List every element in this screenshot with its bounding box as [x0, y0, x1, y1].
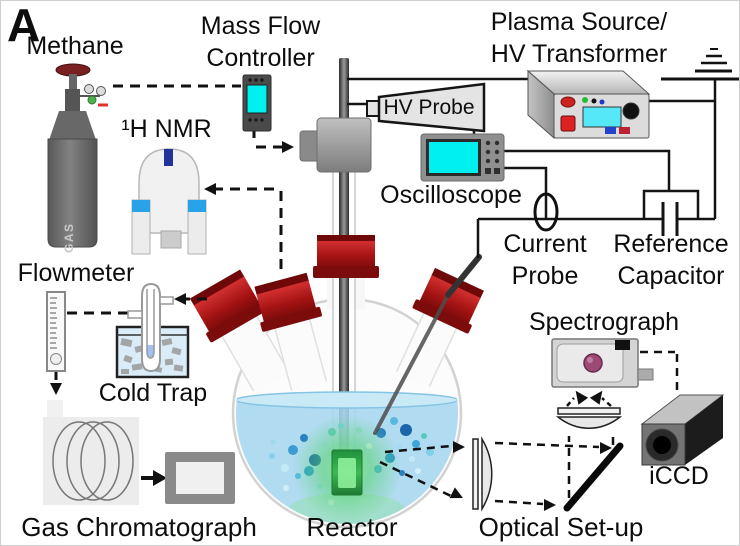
- label-oscilloscope: Oscilloscope: [380, 181, 522, 209]
- label-spectrograph: Spectrograph: [528, 308, 680, 336]
- label-gas-chromatograph: Gas Chromatograph: [21, 512, 257, 542]
- wiring: [347, 77, 717, 258]
- nmr-magnet: [131, 148, 207, 255]
- current-probe-loop: [533, 192, 559, 232]
- plasma-glow-electrode: [293, 415, 401, 523]
- label-reference-capacitor: Reference Capacitor: [613, 230, 729, 290]
- label-iccd: iCCD: [649, 462, 709, 490]
- gc-detector-monitor: [165, 452, 235, 504]
- ground-symbol: [661, 48, 739, 81]
- gas-chromatograph-device: [43, 400, 139, 505]
- plasma-source-knob: [622, 102, 640, 120]
- cylinder-gas-text: GAS: [62, 222, 76, 253]
- mfc-screen: [246, 84, 268, 114]
- label-cold-trap: Cold Trap: [98, 379, 208, 407]
- mirror: [563, 442, 624, 512]
- mass-flow-controller-device: [242, 74, 272, 132]
- label-current-probe: Current Probe: [503, 230, 587, 290]
- center-neck-cap: [313, 235, 379, 278]
- panel-label: A: [7, 0, 41, 51]
- flowmeter-device: [46, 291, 66, 372]
- methane-cylinder: GAS: [47, 63, 108, 253]
- cold-finger: [127, 282, 174, 373]
- optical-beam-arrowheads: [449, 390, 612, 511]
- label-mass-flow-controller: Mass Flow Controller: [200, 12, 321, 72]
- label-plasma-source: Plasma Source/ HV Transformer: [490, 8, 668, 68]
- plasma-source-screen: [582, 106, 622, 128]
- collection-lens: [472, 436, 493, 512]
- reactor-neck-outer-left: [189, 269, 290, 393]
- label-optical-setup: Optical Set-up: [478, 512, 644, 542]
- current-probe-rod: [373, 254, 482, 435]
- label-reactor: Reactor: [306, 512, 398, 542]
- oscilloscope-device: [420, 133, 505, 182]
- flowmeter-float: [50, 353, 62, 365]
- reactor-neck-inner-left: [254, 272, 328, 393]
- stand-clamp: [299, 117, 372, 173]
- iccd-lens: [653, 436, 671, 454]
- optical-beam: [379, 350, 679, 506]
- gas-regulator: [80, 84, 108, 107]
- iccd-camera: [640, 394, 725, 466]
- label-methane: Methane: [26, 32, 124, 60]
- focusing-lens: [555, 407, 623, 429]
- spectrograph-device: [551, 338, 654, 388]
- plasma-source-device: [526, 69, 651, 140]
- label-nmr: ¹H NMR: [121, 115, 212, 143]
- gc-column-coil: [52, 421, 134, 501]
- hv-probe-device: [366, 82, 486, 133]
- cold-trap-device: [115, 282, 190, 379]
- label-flowmeter: Flowmeter: [17, 259, 135, 287]
- reactor-flask: [189, 58, 484, 529]
- nmr-bore-slot: [164, 149, 173, 166]
- gc-output-arrow: [141, 470, 167, 486]
- reference-capacitor-loop: [642, 189, 700, 219]
- oscilloscope-screen: [429, 142, 478, 173]
- label-hv-probe: HV Probe: [383, 96, 475, 119]
